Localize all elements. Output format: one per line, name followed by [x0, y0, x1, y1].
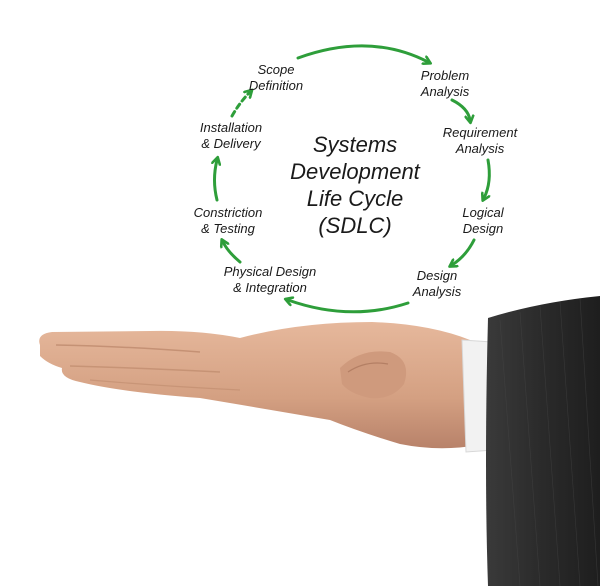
arrow-constriction-to-installation — [215, 160, 218, 202]
title-line-3: Life Cycle — [306, 186, 404, 211]
step-label-line-2: Analysis — [420, 84, 470, 99]
arrow-installation-to-scope — [230, 92, 250, 118]
step-label-line-2: Analysis — [455, 141, 505, 156]
step-design-analysis: Design Analysis — [398, 268, 476, 300]
title-line-1: Systems — [312, 132, 398, 157]
step-requirement-analysis: Requirement Analysis — [432, 125, 528, 157]
diagram-title: Systems Development Life Cycle (SDLC) — [270, 131, 440, 239]
step-label-line-1: Requirement — [442, 125, 518, 140]
step-label-line-1: Scope — [257, 62, 295, 77]
step-constriction-testing: Constriction & Testing — [180, 205, 276, 237]
step-scope-definition: Scope Definition — [236, 62, 316, 94]
hand — [39, 322, 478, 449]
title-line-4: (SDLC) — [318, 213, 392, 238]
step-label-line-1: Installation — [199, 120, 263, 135]
step-label-line-1: Constriction — [193, 205, 263, 220]
arrow-physical-to-constriction — [223, 242, 242, 264]
arrow-logical-to-design-analysis — [452, 238, 476, 265]
step-label-line-2: Analysis — [412, 284, 462, 299]
step-label-line-2: Design — [462, 221, 504, 236]
step-label-line-2: & Testing — [201, 221, 255, 236]
step-installation-delivery: Installation & Delivery — [186, 120, 276, 152]
suit-sleeve — [486, 296, 600, 586]
step-label-line-1: Physical Design — [223, 264, 317, 279]
step-problem-analysis: Problem Analysis — [405, 68, 485, 100]
arrow-design-analysis-to-physical — [288, 300, 410, 314]
arrow-problem-to-requirement — [450, 98, 470, 120]
step-label-line-2: & Integration — [233, 280, 307, 295]
step-label-line-1: Logical — [462, 205, 504, 220]
step-logical-design: Logical Design — [448, 205, 518, 237]
step-label-line-1: Design — [416, 268, 458, 283]
arrow-scope-to-problem — [296, 44, 428, 62]
step-physical-design: Physical Design & Integration — [208, 264, 332, 296]
title-line-2: Development — [290, 159, 420, 184]
step-label-line-1: Problem — [420, 68, 470, 83]
step-label-line-2: Definition — [248, 78, 304, 93]
arrow-requirement-to-logical — [484, 158, 491, 198]
step-label-line-2: & Delivery — [201, 136, 261, 151]
